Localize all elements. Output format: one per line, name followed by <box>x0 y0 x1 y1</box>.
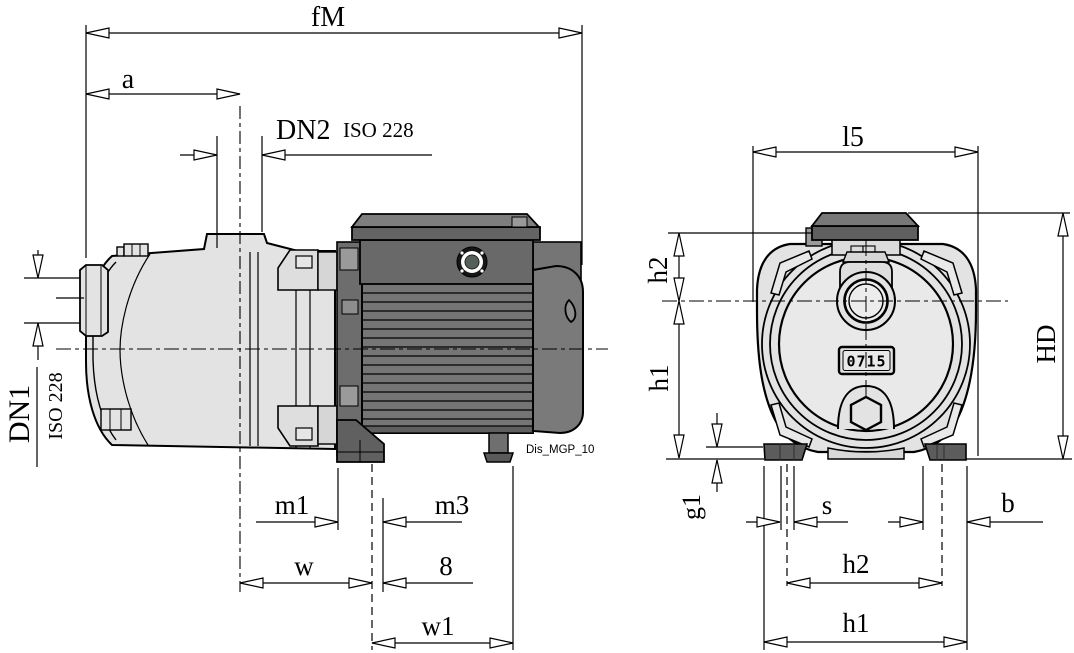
motor-foot-side <box>482 432 515 463</box>
dim-label-8: 8 <box>439 551 453 581</box>
dim-label-dn2: DN2 <box>276 115 330 146</box>
suction-inlet <box>79 264 109 337</box>
dim-label-dn2-standard: ISO 228 <box>343 118 414 142</box>
pump-side-view: Dis_MGP_10 <box>3 2 608 650</box>
dim-label-h2-axis: h2 <box>643 257 673 284</box>
dim-label-m1: m1 <box>275 490 310 520</box>
dim-label-h2-feet: h2 <box>843 549 870 579</box>
dim-label-dn1: DN1 <box>3 385 36 443</box>
clamp-lug-bottom <box>277 405 338 447</box>
dim-label-fm: fM <box>311 2 345 33</box>
clamp-lug-top <box>277 249 338 291</box>
cable-gland-icon <box>456 246 488 278</box>
dim-label-dn1-standard: ISO 228 <box>45 372 67 439</box>
pump-front-view: 0715 <box>643 122 1072 650</box>
fan-cover-vent-icon <box>564 298 577 324</box>
front-view-dimensions <box>666 146 1072 650</box>
dim-label-hd: HD <box>1031 325 1061 364</box>
pump-feet-front <box>763 443 967 461</box>
dim-label-g1: g1 <box>677 494 706 520</box>
motor-fins <box>363 292 532 420</box>
corner-gussets <box>770 250 963 448</box>
side-view-dimensions <box>24 25 583 650</box>
dim-label-b: b <box>1001 488 1015 518</box>
fan-cover <box>532 264 584 435</box>
pump-foot-side <box>336 419 385 463</box>
dim-label-w1: w1 <box>422 611 455 641</box>
terminal-box-side <box>350 213 542 285</box>
dim-label-a: a <box>122 64 135 95</box>
casing-bolt-top-icon <box>116 243 149 257</box>
dim-label-s: s <box>822 490 833 520</box>
dim-label-l5: l5 <box>842 122 864 153</box>
dim-label-w: w <box>294 551 314 581</box>
dim-label-h1-axis: h1 <box>644 365 674 392</box>
dim-label-m3: m3 <box>435 490 470 520</box>
casing-bolt-bottom-icon <box>100 408 132 431</box>
dim-label-h1-feet: h1 <box>843 608 870 638</box>
drawing-code: Dis_MGP_10 <box>526 444 594 456</box>
